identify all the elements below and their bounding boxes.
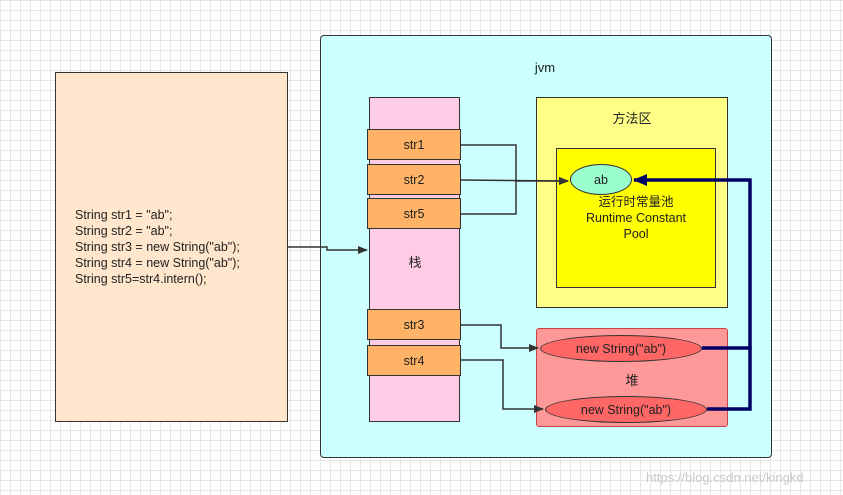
jvm-title: jvm — [534, 60, 556, 75]
code-to-stack-arrow — [288, 246, 368, 254]
str5-to-ab-arrow — [461, 181, 517, 215]
str4-to-heap-arrow — [461, 359, 544, 413]
heap-object-1-intern-arrow — [633, 174, 752, 350]
pool-label-line: 运行时常量池 — [598, 195, 674, 209]
string-literal-ab: ab — [570, 164, 632, 195]
str3-to-heap-arrow — [461, 324, 539, 352]
code-block: String str1 = "ab"; String str2 = "ab"; … — [55, 72, 288, 422]
pool-label-line: Pool — [623, 227, 649, 241]
watermark: https://blog.csdn.net/kingkd — [646, 470, 804, 485]
heap-object-1: new String("ab") — [540, 335, 702, 362]
code-line: String str4 = new String("ab"); — [75, 256, 240, 270]
stack-label: 栈 — [408, 255, 422, 270]
method-area-label: 方法区 — [612, 111, 652, 126]
code-line: String str1 = "ab"; — [75, 208, 173, 222]
stack-slot-str1: str1 — [367, 129, 461, 160]
heap-object-2: new String("ab") — [545, 396, 707, 423]
runtime-constant-pool-label: 运行时常量池 Runtime Constant Pool — [556, 194, 716, 242]
pool-label-line: Runtime Constant — [585, 211, 687, 225]
stack-slot-str5: str5 — [367, 198, 461, 229]
heap-object-2-intern-arrow — [707, 348, 752, 411]
stack-slot-str4: str4 — [367, 345, 461, 376]
str1-to-ab-arrow — [461, 144, 569, 185]
code-line: String str3 = new String("ab"); — [75, 240, 240, 254]
stack-slot-str3: str3 — [367, 309, 461, 340]
code-line: String str5=str4.intern(); — [75, 272, 207, 286]
stack-slot-str2: str2 — [367, 164, 461, 195]
heap-label: 堆 — [625, 373, 639, 388]
code-line: String str2 = "ab"; — [75, 224, 173, 238]
str2-to-ab-arrow — [460, 176, 569, 185]
